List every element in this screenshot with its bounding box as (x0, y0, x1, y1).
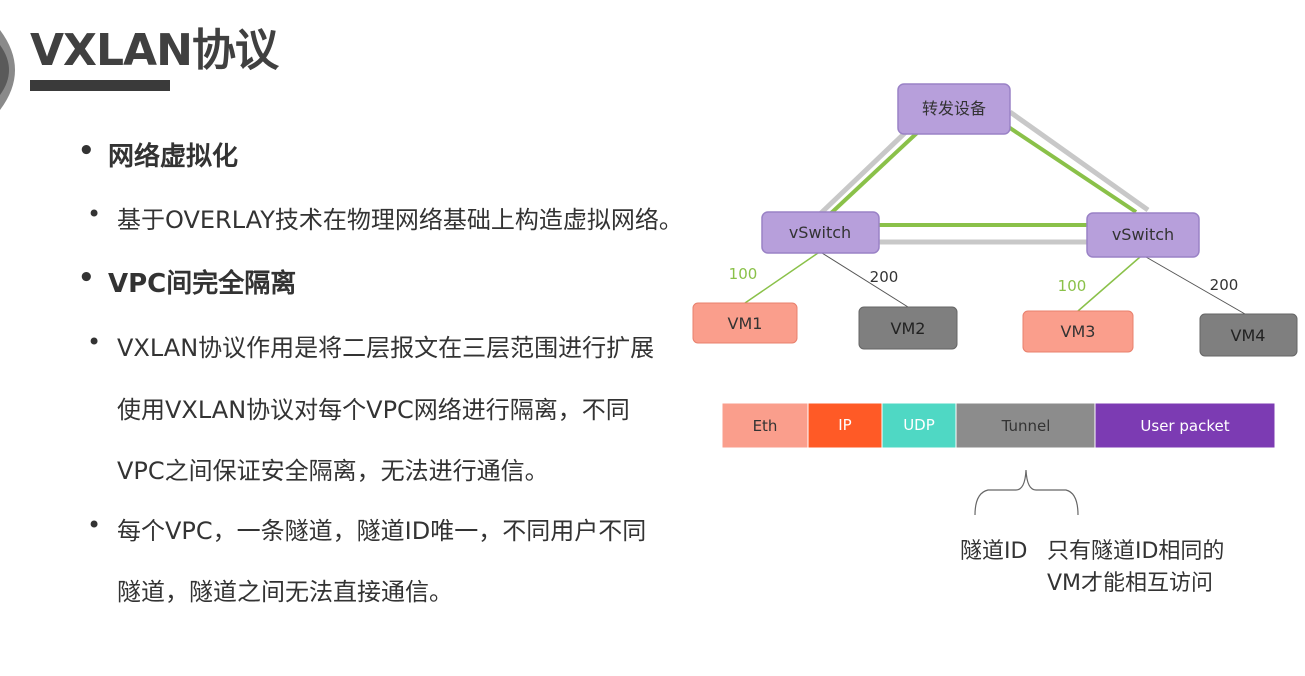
bullet-text: 使用VXLAN协议对每个VPC网络进行隔离，不同 (117, 396, 630, 424)
packet-ip-segment (807, 402, 883, 449)
bullet-text: 网络虚拟化 (108, 142, 239, 172)
links (744, 109, 1246, 315)
bullet-text: VXLAN协议作用是将二层报文在三层范围进行扩展 (117, 334, 655, 362)
bullet-text: 基于OVERLAY技术在物理网络基础上构造虚拟网络。 (117, 206, 683, 234)
bullet-vpc-isolation: •VPC间完全隔离 (78, 263, 297, 299)
bullet-continuation: 隧道，隧道之间无法直接通信。 (117, 572, 453, 607)
title-underline (30, 80, 170, 91)
vswitch-left-node (761, 211, 880, 254)
vm4-node (1199, 313, 1298, 357)
packet-user-label: User packet (1140, 417, 1229, 435)
vm1-node (692, 302, 798, 344)
gray-link (818, 128, 910, 216)
vlan-100-left-label: 100 (729, 265, 758, 283)
packet-eth-label: Eth (753, 417, 778, 435)
bullet-continuation: VPC之间保证安全隔离，无法进行通信。 (117, 451, 549, 486)
packet-tunnel-segment (955, 402, 1096, 449)
packet-user-segment (1094, 402, 1276, 449)
green-link (826, 130, 920, 218)
bullet-continuation: 使用VXLAN协议对每个VPC网络进行隔离，不同 (117, 390, 630, 425)
vm3-node (1022, 310, 1134, 353)
vswitch-left-label: vSwitch (789, 223, 851, 242)
bullet-tunnel-per-vpc: •每个VPC，一条隧道，隧道ID唯一，不同用户不同 (87, 511, 647, 545)
vm-link (744, 252, 819, 304)
same-tunnel-note-line2: VM才能相互访问 (1047, 571, 1214, 596)
bullet-overlay: •基于OVERLAY技术在物理网络基础上构造虚拟网络。 (87, 200, 683, 234)
same-tunnel-note-line1: 只有隧道ID相同的 (1047, 539, 1225, 564)
gray-link (1008, 109, 1150, 213)
vm2-label: VM2 (891, 319, 926, 338)
green-link (1002, 122, 1138, 214)
packet-tunnel-label: Tunnel (1001, 417, 1051, 435)
vm-link (1077, 256, 1141, 312)
tunnel-id-note: 隧道ID (960, 539, 1028, 564)
vlan-100-right-label: 100 (1058, 277, 1087, 295)
packet-format: Eth IP UDP Tunnel User packet (721, 402, 1276, 449)
vm1-label: VM1 (728, 314, 763, 333)
vm2-node (858, 306, 958, 350)
vlan-200-right-label: 200 (1210, 276, 1239, 294)
vm4-label: VM4 (1231, 326, 1266, 345)
vm-link (821, 252, 909, 308)
forwarding-device-node (897, 83, 1011, 135)
page-title: VXLAN协议 (30, 25, 279, 76)
bullet-vxlan-extension: •VXLAN协议作用是将二层报文在三层范围进行扩展 (87, 328, 655, 362)
corner-decoration (0, 30, 15, 110)
vlan-200-left-label: 200 (870, 268, 899, 286)
bullet-text: VPC间完全隔离 (108, 269, 297, 299)
packet-udp-label: UDP (903, 416, 935, 434)
vm3-label: VM3 (1061, 322, 1096, 341)
tunnel-brace (974, 469, 1079, 516)
forwarding-device-label: 转发设备 (922, 99, 986, 118)
vswitch-right-label: vSwitch (1112, 225, 1174, 244)
bullet-text: 隧道，隧道之间无法直接通信。 (117, 578, 453, 606)
vswitch-right-node (1086, 212, 1200, 258)
bullet-network-virtualization: •网络虚拟化 (78, 136, 239, 172)
bullet-text: 每个VPC，一条隧道，隧道ID唯一，不同用户不同 (117, 517, 647, 545)
packet-ip-label: IP (838, 416, 851, 434)
vm-link (1145, 256, 1246, 315)
bullet-text: VPC之间保证安全隔离，无法进行通信。 (117, 457, 549, 485)
